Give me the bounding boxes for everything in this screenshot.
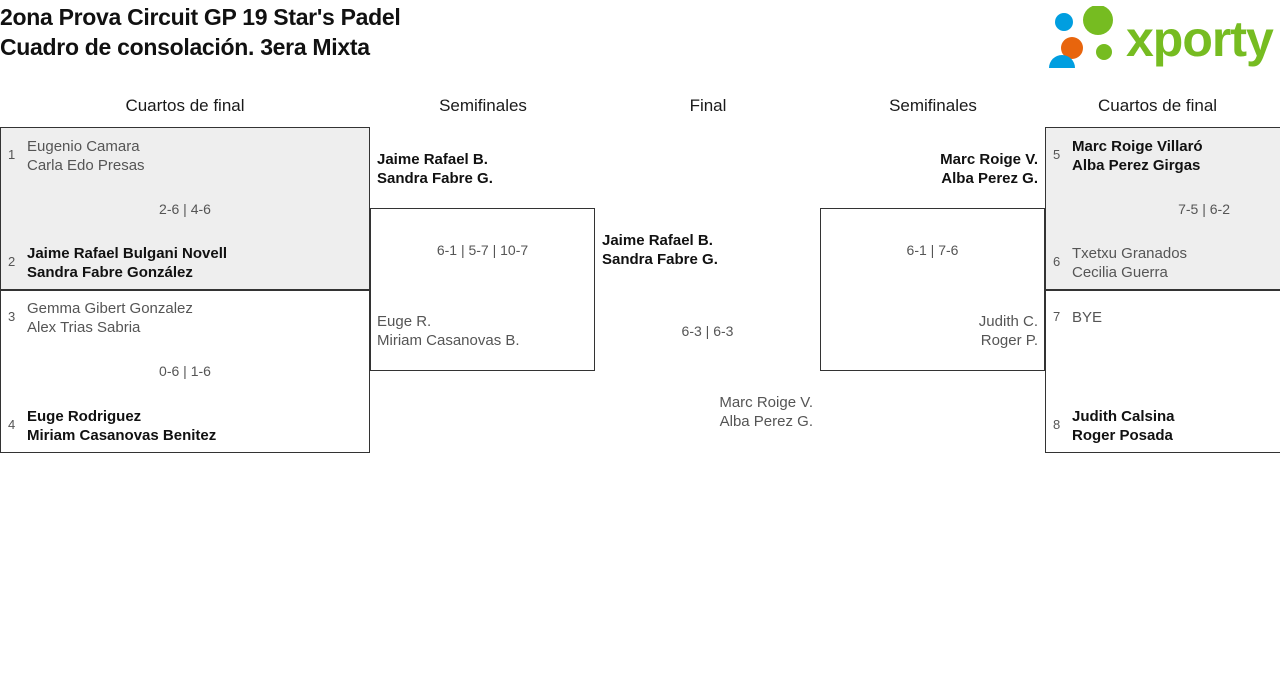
xporty-logo[interactable]: xporty — [1044, 6, 1274, 68]
page-header: 2ona Prova Circuit GP 19 Star's Padel Cu… — [0, 0, 1280, 90]
team-qf2-bottom-line2: Miriam Casanovas Benitez — [27, 427, 217, 444]
team-final-bottom-line2: Alba Perez G. — [719, 413, 813, 430]
team-sf-right-top-line2: Alba Perez G. — [941, 170, 1038, 187]
team-qf3-bottom: Txetxu Granados Cecilia Guerra — [1072, 244, 1187, 282]
seed-number-6: 6 — [1053, 254, 1061, 269]
team-final-top-line1: Jaime Rafael B. — [602, 232, 713, 249]
team-qf1-top-line1: Eugenio Camara — [27, 138, 140, 155]
column-header-sf-left: Semifinales — [439, 96, 527, 115]
team-sf-right-top: Marc Roige V. Alba Perez G. — [820, 150, 1038, 188]
team-qf3-bottom-line2: Cecilia Guerra — [1072, 264, 1168, 281]
seed-number-5: 5 — [1053, 147, 1061, 162]
match-box-qf2[interactable] — [0, 290, 370, 453]
team-qf1-top: Eugenio Camara Carla Edo Presas — [27, 137, 145, 175]
team-sf-right-top-line1: Marc Roige V. — [940, 151, 1038, 168]
score-final: 6-3 | 6-3 — [681, 323, 734, 339]
score-qf1: 2-6 | 4-6 — [159, 201, 211, 217]
title-line-2: Cuadro de consolación. 3era Mixta — [0, 34, 370, 60]
team-qf1-top-line2: Carla Edo Presas — [27, 157, 145, 174]
team-sf-left-bottom-line1: Euge R. — [377, 313, 432, 330]
team-qf4-bottom-line2: Roger Posada — [1072, 427, 1173, 444]
column-header-sf-right: Semifinales — [889, 96, 977, 115]
match-box-sf-right[interactable] — [820, 208, 1045, 371]
team-final-bottom-line1: Marc Roige V. — [719, 394, 813, 411]
score-sf-right: 6-1 | 7-6 — [906, 242, 959, 258]
team-qf1-bottom-line2: Sandra Fabre González — [27, 264, 193, 281]
seed-number-7: 7 — [1053, 309, 1061, 324]
team-qf1-bottom: Jaime Rafael Bulgani Novell Sandra Fabre… — [27, 244, 227, 282]
team-final-bottom: Marc Roige V. Alba Perez G. — [595, 393, 813, 431]
match-box-qf1[interactable] — [0, 127, 370, 290]
team-final-top-line2: Sandra Fabre G. — [602, 251, 718, 268]
match-box-qf3[interactable] — [1045, 127, 1280, 290]
team-sf-left-top-line1: Jaime Rafael B. — [377, 151, 488, 168]
team-qf3-bottom-line1: Txetxu Granados — [1072, 245, 1188, 262]
match-box-sf-left[interactable] — [370, 208, 595, 371]
team-qf3-top-line2: Alba Perez Girgas — [1072, 157, 1201, 174]
svg-text:xporty: xporty — [1126, 11, 1274, 67]
seed-number-1: 1 — [8, 147, 16, 162]
team-qf1-bottom-line1: Jaime Rafael Bulgani Novell — [27, 245, 228, 262]
team-sf-left-top-line2: Sandra Fabre G. — [377, 170, 493, 187]
seed-number-4: 4 — [8, 417, 16, 432]
team-qf4-bottom-line1: Judith Calsina — [1072, 408, 1175, 425]
team-sf-left-top: Jaime Rafael B. Sandra Fabre G. — [377, 150, 493, 188]
column-header-qf-right: Cuartos de final — [1098, 96, 1218, 115]
team-final-top: Jaime Rafael B. Sandra Fabre G. — [602, 231, 718, 269]
title-line-1: 2ona Prova Circuit GP 19 Star's Padel — [0, 4, 401, 30]
seed-number-3: 3 — [8, 309, 16, 324]
team-sf-right-bottom: Judith C. Roger P. — [820, 312, 1038, 350]
seed-number-8: 8 — [1053, 417, 1061, 432]
team-sf-right-bottom-line1: Judith C. — [978, 313, 1038, 330]
team-qf3-top: Marc Roige Villaró Alba Perez Girgas — [1072, 137, 1203, 175]
team-sf-right-bottom-line2: Roger P. — [980, 332, 1038, 349]
team-qf4-top-line1: BYE — [1072, 309, 1103, 326]
page-title: 2ona Prova Circuit GP 19 Star's Padel Cu… — [0, 2, 900, 62]
team-qf2-top-line1: Gemma Gibert Gonzalez — [27, 300, 193, 317]
score-qf2: 0-6 | 1-6 — [159, 363, 211, 379]
team-qf2-top-line2: Alex Trias Sabria — [27, 319, 141, 336]
column-header-final: Final — [689, 96, 727, 115]
team-qf3-top-line1: Marc Roige Villaró — [1072, 138, 1203, 155]
team-sf-left-bottom: Euge R. Miriam Casanovas B. — [377, 312, 520, 350]
team-sf-left-bottom-line2: Miriam Casanovas B. — [377, 332, 520, 349]
seed-number-2: 2 — [8, 254, 16, 269]
team-qf2-bottom: Euge Rodriguez Miriam Casanovas Benitez — [27, 407, 216, 445]
column-header-qf-left: Cuartos de final — [125, 96, 245, 115]
team-qf4-bottom: Judith Calsina Roger Posada — [1072, 407, 1175, 445]
match-box-qf4[interactable] — [1045, 290, 1280, 453]
score-sf-left: 6-1 | 5-7 | 10-7 — [436, 242, 529, 258]
team-qf2-bottom-line1: Euge Rodriguez — [27, 408, 142, 425]
team-qf4-top: BYE — [1072, 308, 1102, 327]
score-qf3: 7-5 | 6-2 — [1178, 201, 1230, 217]
team-qf2-top: Gemma Gibert Gonzalez Alex Trias Sabria — [27, 299, 193, 337]
